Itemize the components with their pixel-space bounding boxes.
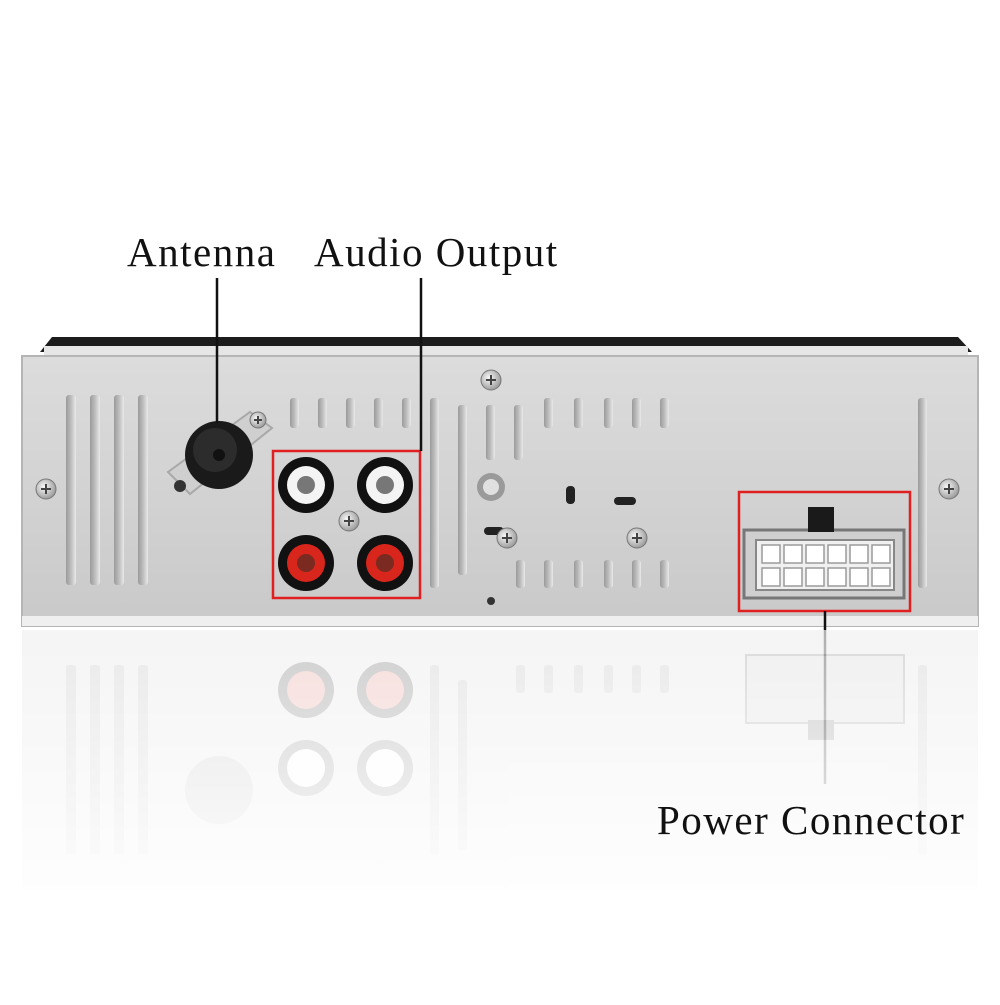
mounting-holes	[477, 473, 636, 605]
vent-slots-top	[290, 398, 669, 588]
rca-jack-red-right	[357, 535, 413, 591]
antenna-socket	[166, 410, 274, 496]
rca-jack-red-left	[278, 535, 334, 591]
power-connector-label: Power Connector	[657, 797, 966, 843]
panel-bottom-edge	[22, 616, 978, 626]
vent-slots-left	[66, 395, 148, 585]
vent-slots-bottom	[516, 560, 669, 588]
audio-output-label: Audio Output	[314, 229, 559, 275]
screws	[35, 369, 960, 549]
reflection-fade	[0, 630, 1000, 930]
power-connector	[742, 507, 906, 600]
antenna-label: Antenna	[127, 229, 277, 275]
rca-jack-white-right	[357, 457, 413, 513]
rca-jack-white-left	[278, 457, 334, 513]
vent-slot-right	[918, 398, 927, 588]
audio-output-highlight-box	[271, 449, 422, 600]
